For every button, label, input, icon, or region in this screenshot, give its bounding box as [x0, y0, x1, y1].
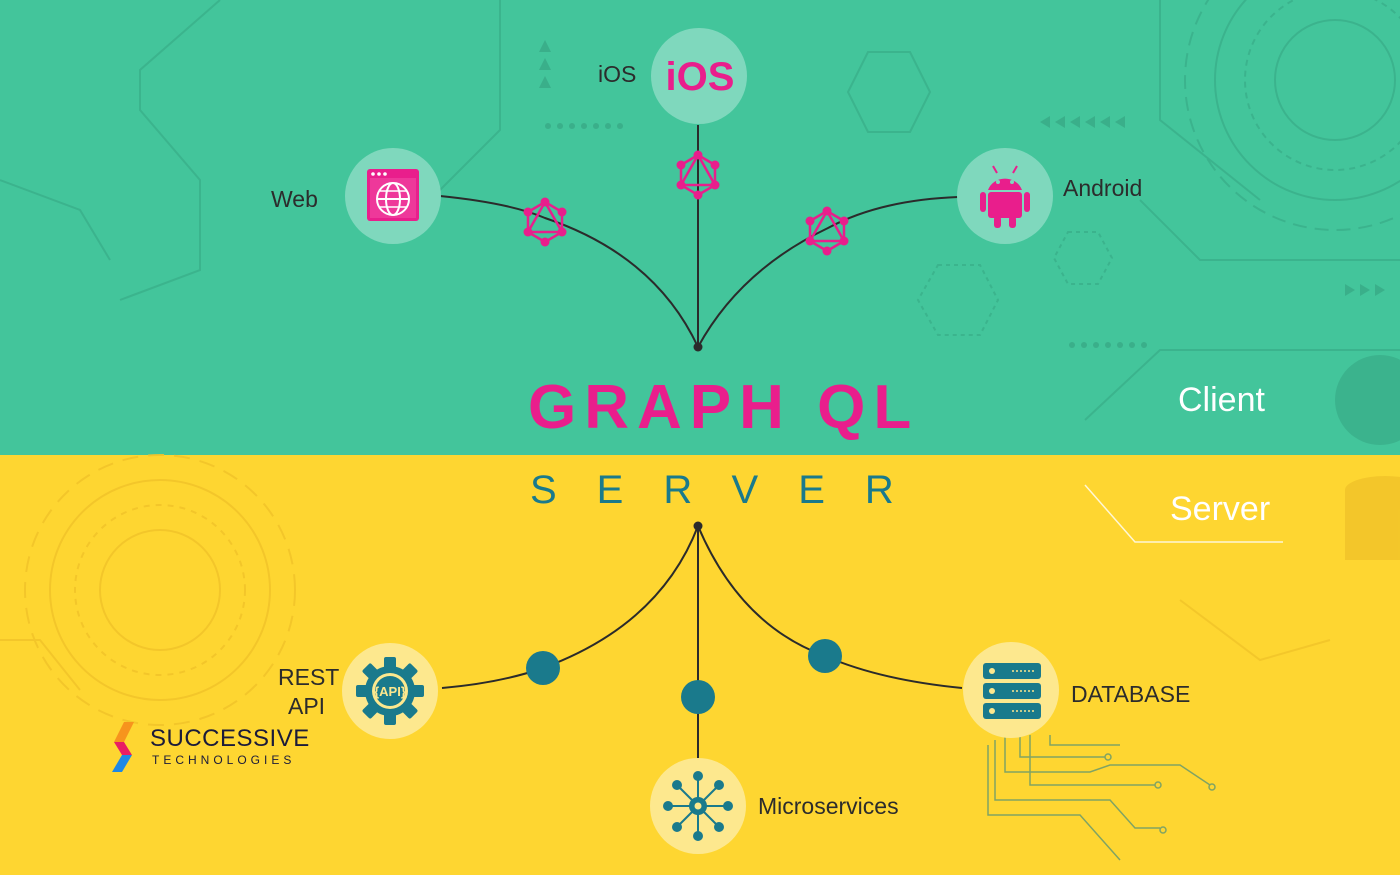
android-label: Android: [1063, 175, 1143, 201]
client-dot-rows: [539, 40, 1385, 348]
server-decorations: [0, 454, 1400, 726]
micro-connector-dot: [681, 680, 715, 714]
rest-api-label-line2: API: [288, 693, 326, 719]
client-section-label: Client: [1178, 381, 1265, 419]
web-label: Web: [271, 186, 318, 212]
database-label: DATABASE: [1071, 681, 1191, 707]
graphql-logo-icon: [676, 150, 720, 200]
api-gear-icon: {API}: [356, 657, 424, 725]
ios-label: iOS: [598, 61, 637, 87]
graphql-logo-icon: [523, 197, 567, 247]
web-globe-icon: [367, 169, 419, 221]
api-icon-text: {API}: [374, 684, 406, 699]
microservices-label: Microservices: [758, 793, 899, 819]
brand-name: SUCCESSIVE: [150, 725, 310, 752]
ios-icon: iOS: [666, 55, 735, 99]
circuit-traces: [987, 735, 1216, 861]
successive-logo-icon: [112, 722, 134, 772]
server-corner-line: [1084, 484, 1283, 543]
db-connector-dot: [808, 639, 842, 673]
ios-node-circle: [651, 28, 747, 124]
client-connectors: [439, 125, 959, 348]
brand-tagline: TECHNOLOGIES: [152, 753, 296, 767]
server-hub-dot: [693, 521, 703, 531]
microservices-icon: [663, 771, 733, 841]
client-hub-dot: [693, 342, 703, 352]
rest-api-label-line1: REST: [278, 664, 340, 690]
page-title: GRAPH QL: [528, 373, 920, 442]
server-section-label: Server: [1170, 490, 1271, 528]
android-icon: [980, 165, 1030, 228]
database-server-icon: [983, 663, 1041, 719]
server-subtitle: SERVER: [530, 468, 934, 512]
rest-connector-dot: [526, 651, 560, 685]
client-decorations: [0, 0, 1400, 445]
graphql-logo-icon: [805, 206, 849, 256]
